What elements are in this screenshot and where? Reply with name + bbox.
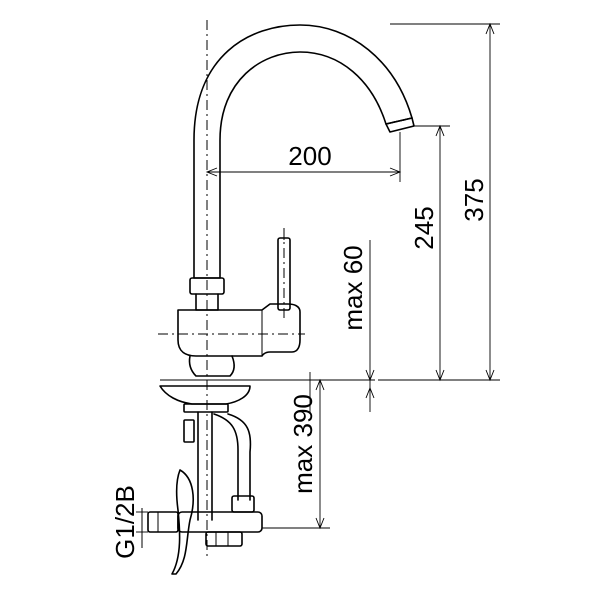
dimension-lines: [136, 22, 500, 548]
flexible-hose: [213, 413, 239, 501]
dimension-200-label: 200: [288, 141, 331, 171]
faucet-outline: [147, 20, 415, 575]
base-neck: [188, 355, 235, 377]
mixer-body: [177, 303, 301, 357]
mounting-flange: [159, 385, 251, 405]
dimension-375-label: 375: [459, 178, 489, 221]
dimension-max390-label: max 390: [288, 394, 318, 494]
dimension-max60-label: max 60: [338, 245, 368, 330]
dimension-thread-label: G1/2B: [110, 485, 140, 559]
aerator: [385, 117, 415, 133]
wall-rosette: [171, 469, 194, 575]
angle-valve: [147, 511, 179, 533]
dimension-245-label: 245: [409, 206, 439, 249]
